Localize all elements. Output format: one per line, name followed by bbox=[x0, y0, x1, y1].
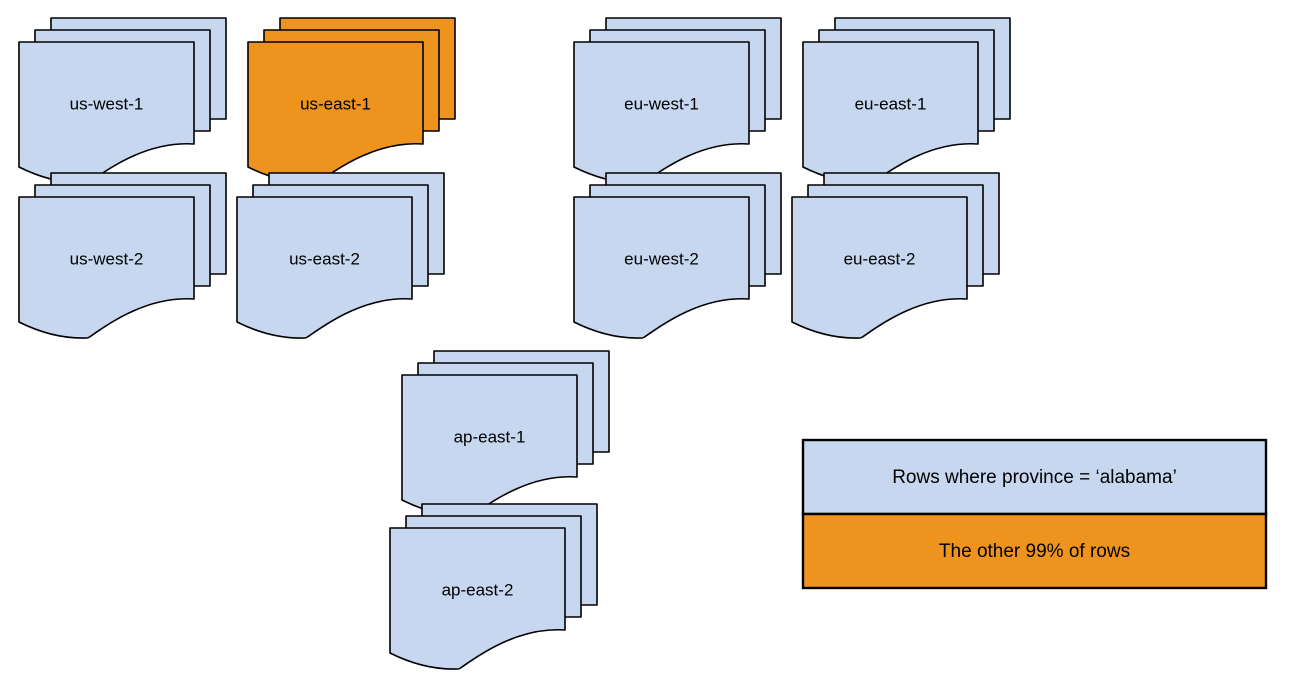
document-stack-us-east-2[interactable]: us-east-2 bbox=[236, 172, 445, 339]
stack-front-sheet bbox=[791, 196, 968, 339]
stack-front-sheet bbox=[573, 196, 750, 339]
legend-row-highlight-text: The other 99% of rows bbox=[939, 541, 1130, 562]
legend-row-normal-swatch bbox=[801, 438, 1268, 516]
stack-label-ap-east-2: ap-east-2 bbox=[442, 580, 514, 599]
document-stack-us-east-1[interactable]: us-east-1 bbox=[247, 17, 456, 184]
document-stack-eu-east-1[interactable]: eu-east-1 bbox=[802, 17, 1011, 184]
stack-label-eu-east-2: eu-east-2 bbox=[844, 249, 916, 268]
document-stack-us-west-1[interactable]: us-west-1 bbox=[18, 17, 227, 184]
stack-front-sheet bbox=[236, 196, 413, 339]
stack-front-sheet bbox=[389, 527, 566, 670]
stack-label-eu-east-1: eu-east-1 bbox=[855, 94, 927, 113]
document-stack-ap-east-2[interactable]: ap-east-2 bbox=[389, 503, 598, 670]
stack-label-us-west-2: us-west-2 bbox=[70, 249, 144, 268]
stack-label-us-east-2: us-east-2 bbox=[289, 249, 360, 268]
stack-label-us-east-1: us-east-1 bbox=[300, 94, 371, 113]
document-stack-eu-west-2[interactable]: eu-west-2 bbox=[573, 172, 782, 339]
document-stack-eu-east-2[interactable]: eu-east-2 bbox=[791, 172, 1000, 339]
document-stack-us-west-2[interactable]: us-west-2 bbox=[18, 172, 227, 339]
legend-row-highlight-swatch bbox=[801, 512, 1268, 590]
document-stack-ap-east-1[interactable]: ap-east-1 bbox=[401, 350, 610, 517]
stack-label-eu-west-2: eu-west-2 bbox=[624, 249, 699, 268]
stack-label-ap-east-1: ap-east-1 bbox=[454, 427, 526, 446]
stack-label-us-west-1: us-west-1 bbox=[70, 94, 144, 113]
legend-row-normal-text: Rows where province = ‘alabama’ bbox=[892, 467, 1177, 488]
legend: Rows where province = ‘alabama’ The other… bbox=[801, 438, 1268, 590]
document-stack-eu-west-1[interactable]: eu-west-1 bbox=[573, 17, 782, 184]
stack-label-eu-west-1: eu-west-1 bbox=[624, 94, 699, 113]
stack-front-sheet bbox=[18, 196, 195, 339]
